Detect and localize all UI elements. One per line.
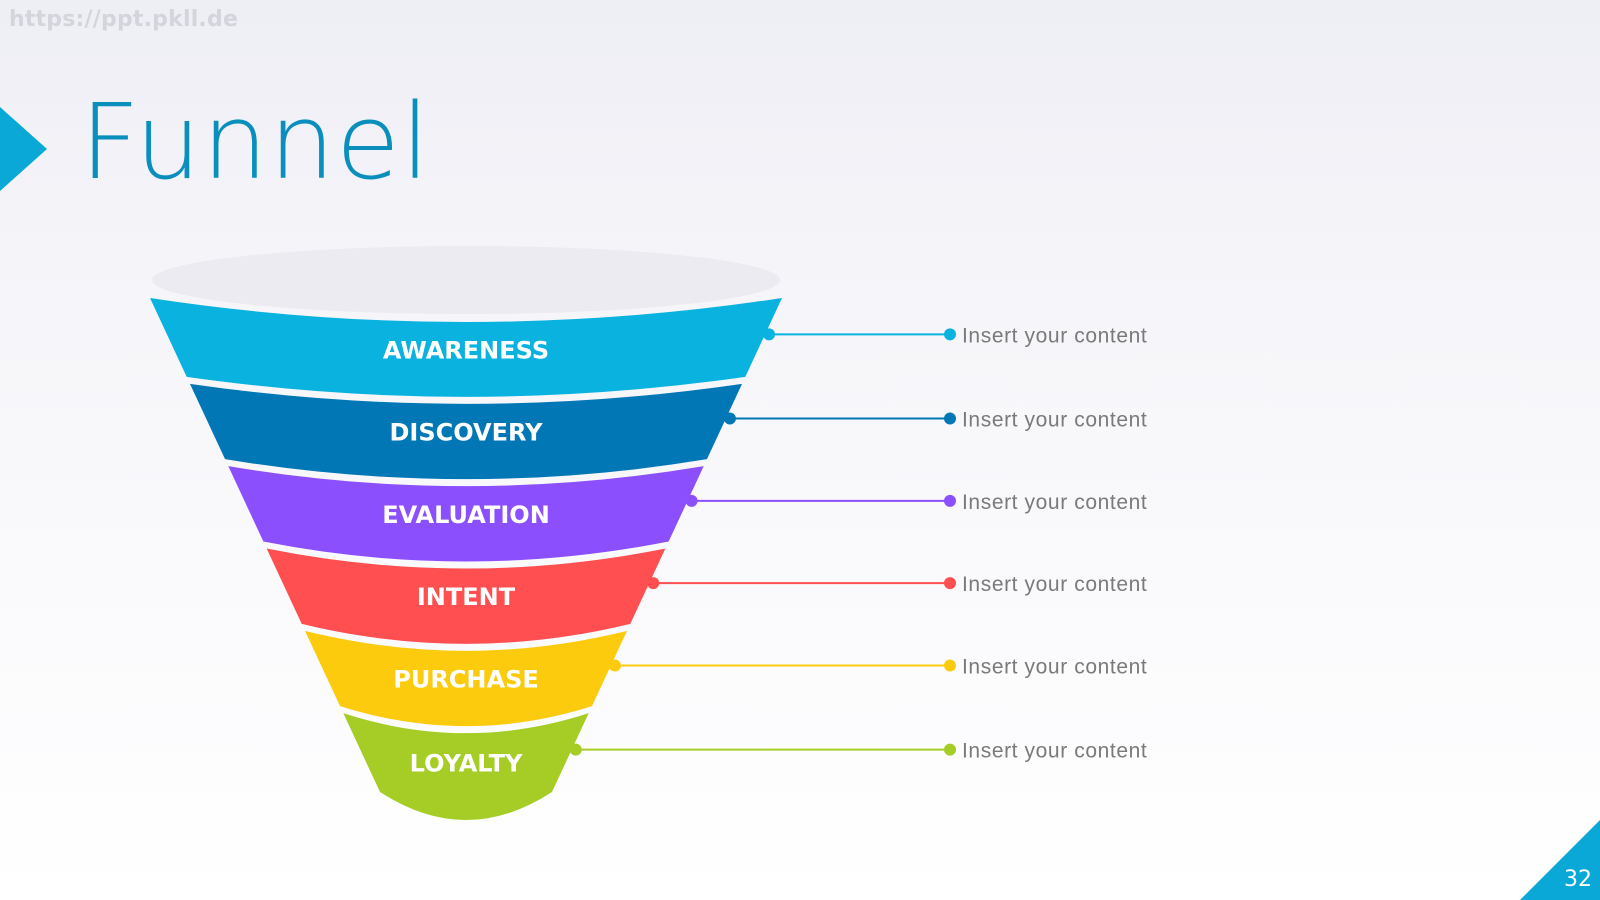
funnel-stage-purchase (304, 630, 628, 727)
funnel-stage-label: EVALUATION (382, 501, 550, 529)
connector-start-dot (763, 328, 776, 341)
connector-start-dot (723, 412, 736, 425)
stage-content-text: Insert your content (962, 324, 1147, 347)
funnel-stage-label: LOYALTY (410, 750, 523, 778)
funnel-stage-discovery (189, 383, 743, 480)
title-arrow-icon (0, 107, 47, 191)
funnel-stage-loyalty (343, 713, 589, 820)
corner-accent (1520, 820, 1600, 900)
funnel-stage-label: INTENT (417, 583, 516, 611)
watermark: https://ppt.pkll.de (9, 7, 239, 32)
page-number: 32 (1564, 867, 1592, 892)
funnel-top-opening (152, 246, 780, 314)
stage-content-text: Insert your content (962, 656, 1147, 679)
funnel-stage-awareness (150, 298, 782, 397)
stage-content-text: Insert your content (962, 491, 1147, 514)
connector-end-dot (944, 328, 956, 341)
connector-end-dot (944, 494, 956, 507)
connector-start-dot (569, 743, 582, 756)
funnel-stage-intent (266, 548, 666, 644)
funnel-stage-label: AWARENESS (383, 337, 549, 365)
connector-start-dot (647, 577, 660, 590)
stage-content-text: Insert your content (962, 409, 1147, 432)
stage-content-text: Insert your content (962, 740, 1147, 763)
connector-end-dot (944, 659, 956, 672)
page-title: Funnel (80, 81, 431, 203)
funnel-stage-evaluation (228, 466, 704, 562)
connector-end-dot (944, 412, 956, 425)
connector-start-dot (608, 659, 621, 672)
stage-content-text: Insert your content (962, 573, 1147, 596)
connector-start-dot (685, 494, 698, 507)
connector-end-dot (944, 743, 956, 756)
connector-end-dot (944, 577, 956, 590)
funnel-stage-label: PURCHASE (393, 666, 539, 694)
funnel-stage-label: DISCOVERY (389, 419, 543, 447)
